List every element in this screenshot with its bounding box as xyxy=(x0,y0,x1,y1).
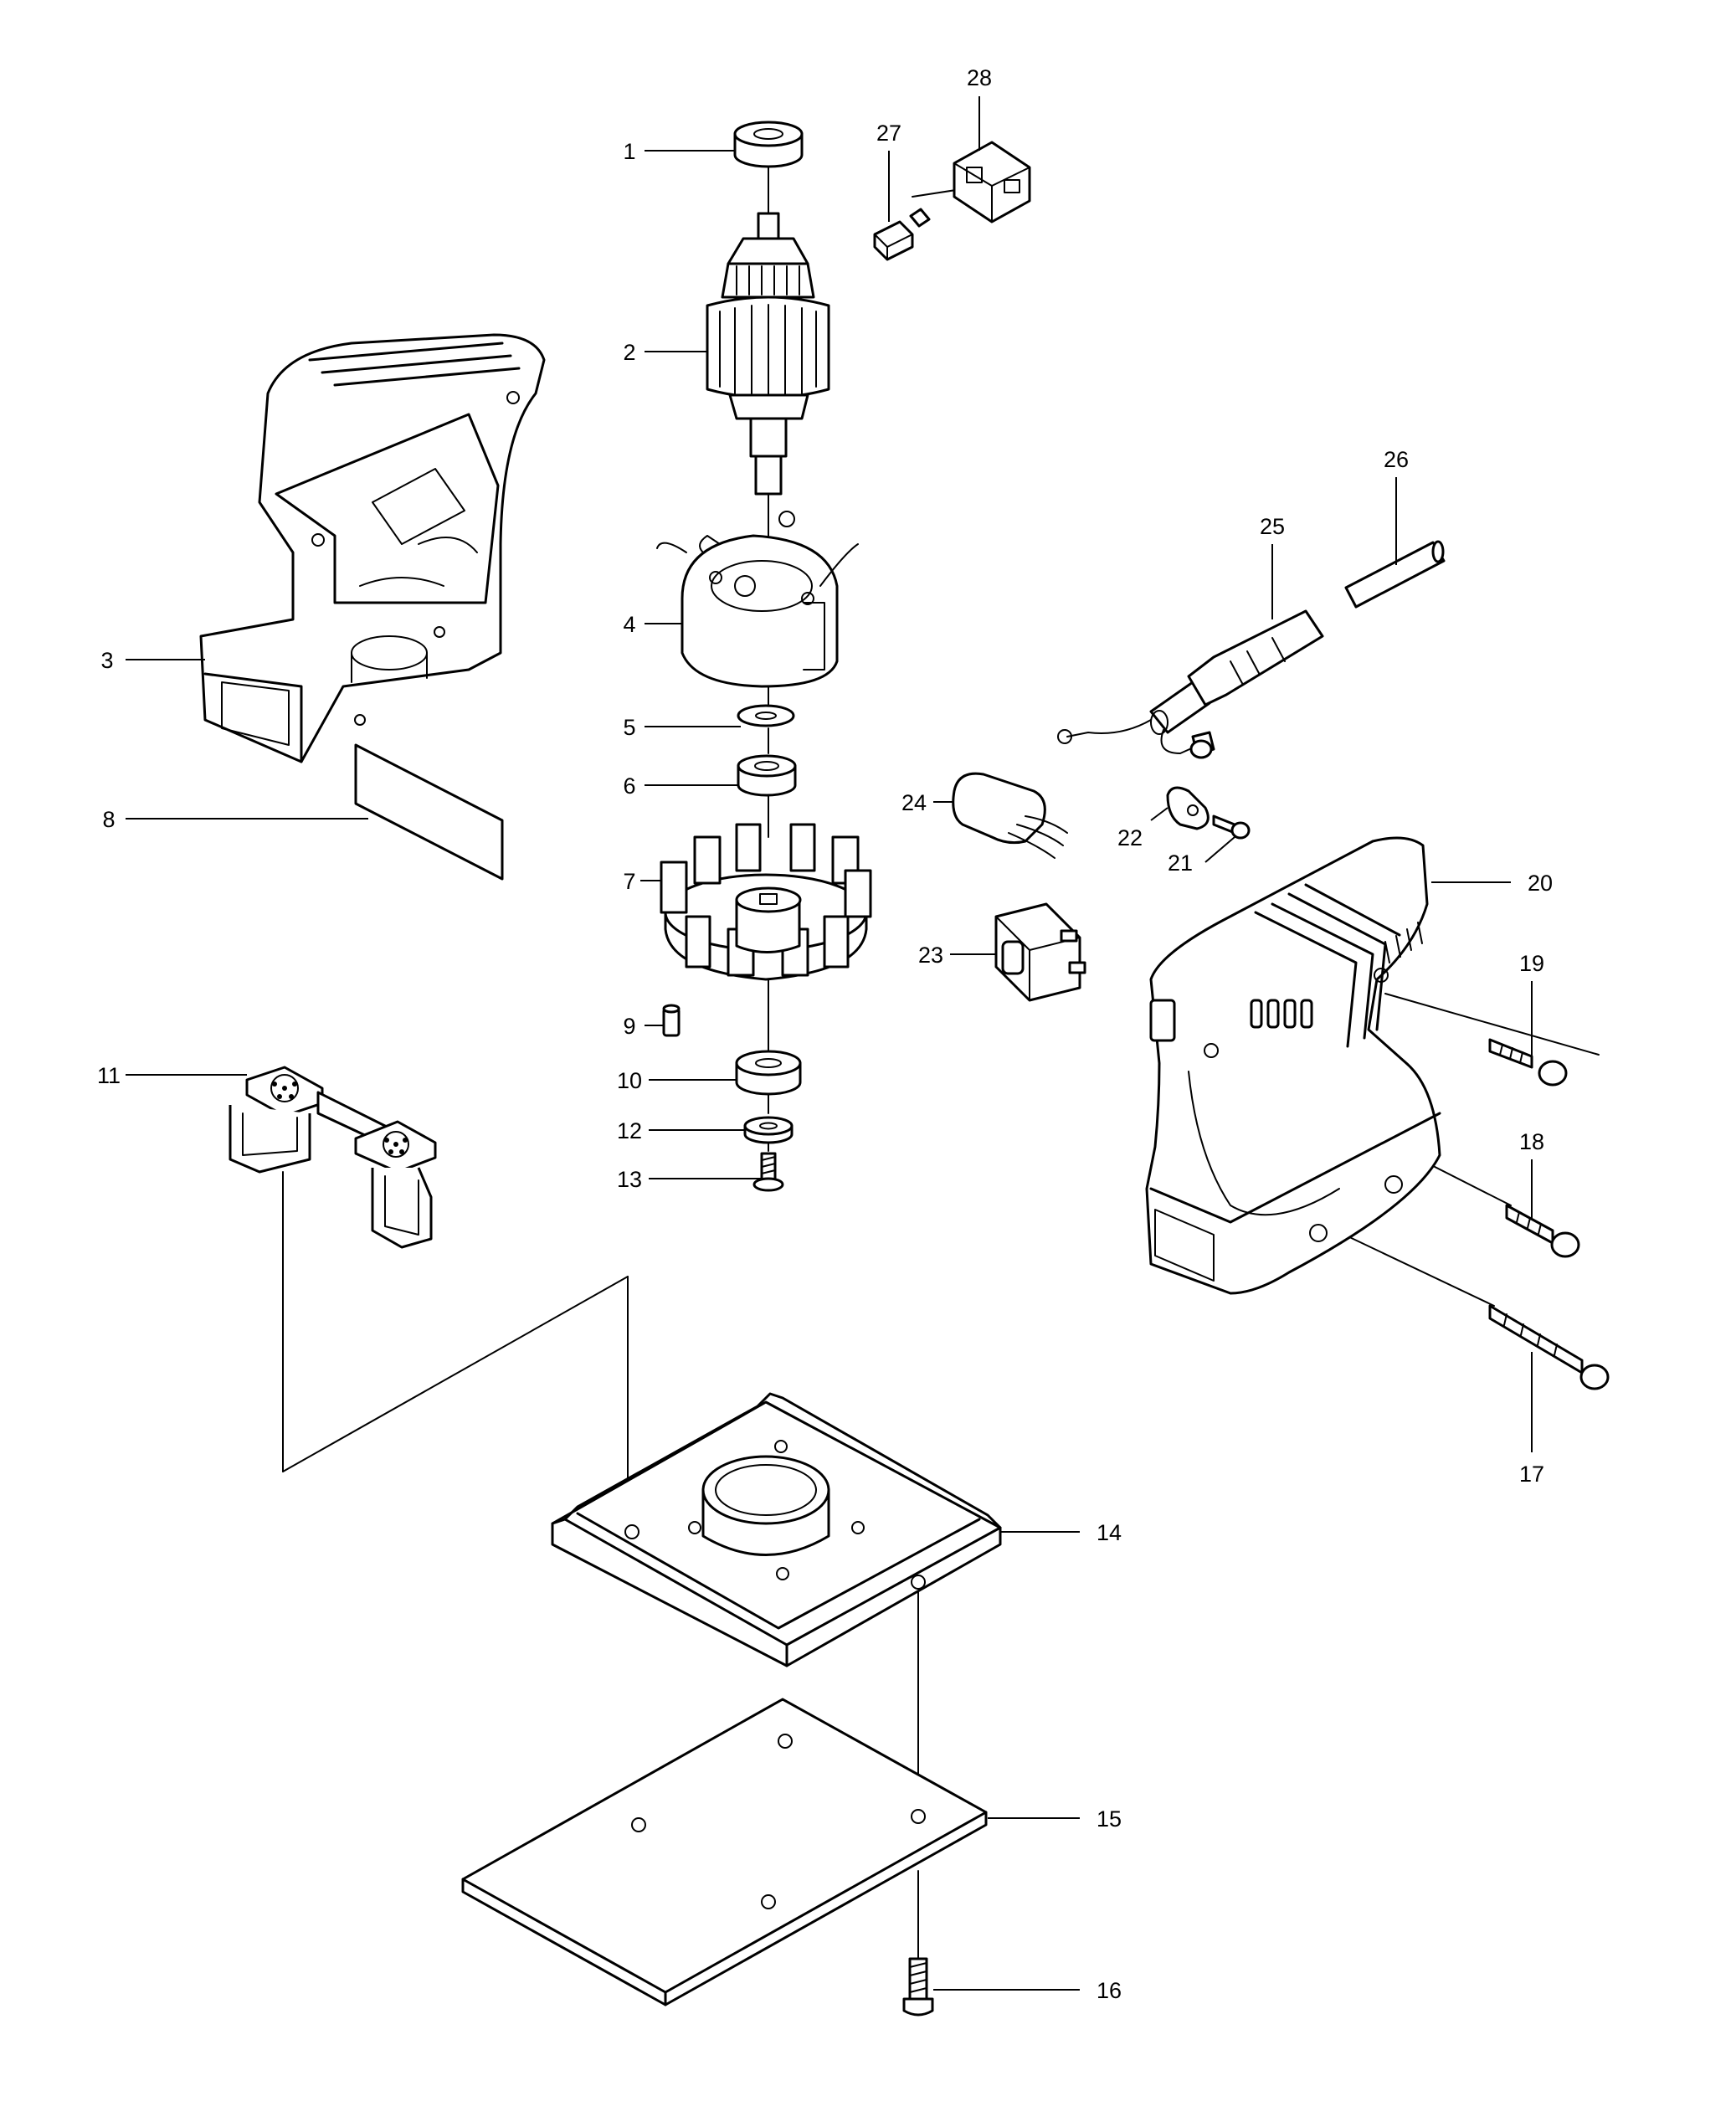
callout-13: 13 xyxy=(617,1167,642,1192)
part-27-carbon-brush: 27 xyxy=(873,121,931,261)
part-5-washer xyxy=(737,704,795,727)
callout-18: 18 xyxy=(1519,1129,1544,1154)
part-14-pad-base: 14 xyxy=(551,1392,1122,1667)
callout-14: 14 xyxy=(1097,1520,1122,1545)
callout-2: 2 xyxy=(623,340,635,365)
callout-7: 7 xyxy=(623,869,635,894)
part-16-screw: 16 xyxy=(902,1957,1122,2017)
callout-21: 21 xyxy=(1168,850,1193,876)
part-20-motor-housing: 20 xyxy=(1145,836,1553,1295)
callout-4: 4 xyxy=(623,612,635,637)
part-12-washer xyxy=(743,1116,794,1144)
callout-5: 5 xyxy=(623,715,635,740)
callout-27: 27 xyxy=(876,121,901,146)
part-2-armature xyxy=(706,212,830,496)
callout-10: 10 xyxy=(617,1068,642,1093)
part-21-tapping-screw: 21 xyxy=(1168,814,1251,876)
callout-22: 22 xyxy=(1117,825,1143,850)
callout-3: 3 xyxy=(100,648,113,673)
part-22-strain-relief: 22 xyxy=(1117,786,1210,850)
part-26-power-supply-cord: 26 xyxy=(1344,447,1446,609)
callout-17: 17 xyxy=(1519,1462,1544,1487)
part-17-tapping-screw: 17 xyxy=(1488,1304,1610,1487)
part-13-screw xyxy=(752,1152,784,1192)
callout-23: 23 xyxy=(918,943,943,968)
callout-12: 12 xyxy=(617,1118,642,1143)
part-4-field xyxy=(656,511,859,688)
callout-8: 8 xyxy=(102,807,115,832)
callout-28: 28 xyxy=(967,65,992,90)
part-6-ball-bearing xyxy=(737,754,797,797)
part-24-noise-suppressor: 24 xyxy=(901,772,1068,859)
part-18-tapping-screw: 18 xyxy=(1505,1129,1580,1258)
part-3-motor-housing: 3 xyxy=(100,333,546,763)
callout-24: 24 xyxy=(901,790,927,815)
part-1-ball-bearing xyxy=(733,121,804,168)
left-callouts: 1 2 4 5 6 7 9 10 12 13 xyxy=(617,139,762,1192)
part-19-tapping-screw: 19 xyxy=(1488,951,1568,1087)
part-28-brush-holder: 28 xyxy=(953,65,1031,224)
callout-25: 25 xyxy=(1260,514,1285,539)
part-23-switch: 23 xyxy=(918,902,1086,1002)
part-10-ball-bearing xyxy=(735,1050,802,1096)
callout-26: 26 xyxy=(1384,447,1409,472)
part-15-cushion-pad: 15 xyxy=(461,1698,1122,2006)
callout-19: 19 xyxy=(1519,951,1544,976)
callout-20: 20 xyxy=(1528,871,1553,896)
callout-15: 15 xyxy=(1097,1806,1122,1832)
callout-1: 1 xyxy=(623,139,635,164)
part-25-cord-guard: 25 xyxy=(1057,514,1324,759)
part-9-pin xyxy=(662,1004,681,1037)
callout-11: 11 xyxy=(97,1063,121,1088)
part-11-balancer: 11 xyxy=(97,1063,437,1249)
part-8-name-plate: 8 xyxy=(102,743,504,881)
callout-6: 6 xyxy=(623,773,635,799)
callout-9: 9 xyxy=(623,1014,635,1039)
part-7-fan xyxy=(640,823,872,981)
callout-16: 16 xyxy=(1097,1978,1122,2003)
